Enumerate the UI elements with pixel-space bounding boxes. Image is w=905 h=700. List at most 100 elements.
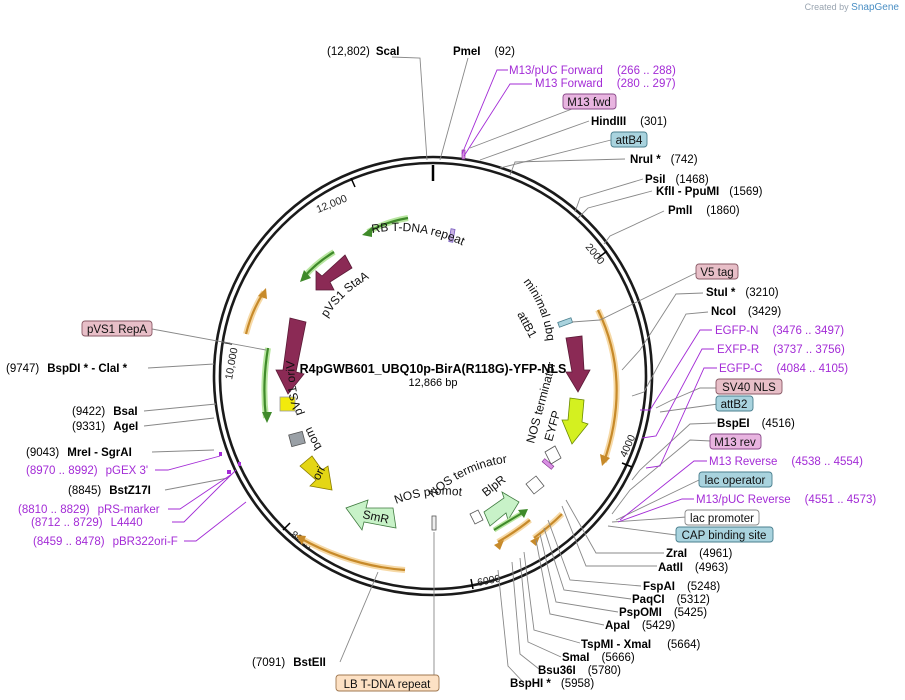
features bbox=[219, 149, 620, 573]
boxed-feature-labels: M13 fwd attB4 V5 tag SV40 NLS attB2 M13 … bbox=[81, 93, 783, 692]
pvs1repa-box[interactable]: pVS1 RepA bbox=[81, 320, 153, 337]
leader-lines bbox=[143, 56, 719, 684]
backbone bbox=[212, 155, 654, 597]
left-primer-mark-2 bbox=[238, 462, 241, 466]
pgex3-line bbox=[155, 455, 221, 471]
smr-arrow bbox=[345, 499, 397, 531]
lacpro-box[interactable]: lac promoter bbox=[684, 509, 760, 526]
site-smai[interactable]: SmaI(5666) bbox=[562, 652, 635, 664]
tick-4000 bbox=[621, 462, 633, 468]
primer-m13puc-rev[interactable]: M13/pUC Reverse(4551 .. 4573) bbox=[696, 494, 876, 506]
primer-pgex3[interactable]: (8970 .. 8992)pGEX 3' bbox=[26, 465, 148, 477]
lacpro-line bbox=[611, 516, 688, 523]
green-arrow-br-head bbox=[518, 509, 528, 518]
backbone-outer bbox=[212, 155, 654, 597]
attb4-box-label: attB4 bbox=[616, 135, 643, 147]
nos-promoter-mark bbox=[431, 515, 437, 531]
sv40-line bbox=[655, 387, 718, 409]
site-kfli[interactable]: KflI - PpuMI(1569) bbox=[656, 186, 763, 198]
cap-line bbox=[607, 525, 677, 536]
attb4-line bbox=[499, 139, 612, 169]
site-psii[interactable]: PsiI(1468) bbox=[645, 174, 709, 186]
attb2-line bbox=[659, 403, 719, 413]
site-pmli[interactable]: PmlI(1860) bbox=[668, 205, 740, 217]
site-apai[interactable]: ApaI(5429) bbox=[605, 620, 675, 632]
tick-6000 bbox=[470, 578, 474, 590]
site-ncoi[interactable]: NcoI(3429) bbox=[711, 306, 781, 318]
orange-arrow-bottom bbox=[299, 537, 406, 572]
cap-box[interactable]: CAP binding site bbox=[675, 526, 774, 543]
pvs1-staa-arrow bbox=[315, 254, 353, 291]
tick-12000 bbox=[350, 177, 356, 188]
exfp-r-line bbox=[641, 348, 714, 439]
primer-l4440[interactable]: (8712 .. 8729)L4440 bbox=[31, 517, 143, 529]
m13fwd-box[interactable]: M13 fwd bbox=[562, 93, 617, 110]
site-stui[interactable]: StuI *(3210) bbox=[706, 287, 779, 299]
sv40nls-box[interactable]: SV40 NLS bbox=[715, 378, 783, 395]
orange-arrow-br1-head bbox=[494, 540, 504, 550]
primer-m13-rev[interactable]: M13 Reverse(4538 .. 4554) bbox=[709, 456, 863, 468]
orange-arrow-bottom-head bbox=[296, 535, 306, 545]
site-pspomi[interactable]: PspOMI(5425) bbox=[619, 607, 707, 619]
tick-2000-label: 2000 bbox=[583, 241, 607, 267]
sv40nls-box-label: SV40 NLS bbox=[722, 382, 776, 394]
m13rev-box[interactable]: M13 rev bbox=[709, 433, 762, 450]
fspai-line bbox=[547, 519, 642, 587]
tick-6000-label: 6000 bbox=[476, 573, 501, 589]
primer-pbr322ori[interactable]: (8459 .. 8478)pBR322ori-F bbox=[33, 536, 178, 548]
site-nrui[interactable]: NruI *(742) bbox=[630, 154, 698, 166]
site-scai[interactable]: (12,802)ScaI bbox=[327, 46, 400, 58]
pvs1-oriv-arrow bbox=[275, 317, 307, 395]
site-bsteii[interactable]: (7091)BstEII bbox=[252, 657, 326, 669]
site-bspdi[interactable]: (9747)BspDI * - ClaI * bbox=[6, 363, 128, 375]
attb2-box[interactable]: attB2 bbox=[715, 395, 754, 412]
bsphi-line bbox=[497, 569, 525, 684]
site-mrei[interactable]: (9043)MreI - SgrAI bbox=[26, 447, 132, 459]
bspdi-line bbox=[147, 363, 215, 369]
primer-m13-fwd[interactable]: M13 Forward(280 .. 297) bbox=[535, 78, 676, 90]
bsteii-line bbox=[339, 571, 379, 663]
bstz17i-line bbox=[164, 477, 229, 491]
primer-prs-marker[interactable]: (8810 .. 8829)pRS-marker bbox=[18, 504, 160, 516]
site-hindiii[interactable]: HindIII(301) bbox=[591, 116, 667, 128]
attb4-box[interactable]: attB4 bbox=[610, 131, 648, 148]
zrai-line bbox=[565, 499, 664, 554]
aatii-line bbox=[561, 505, 657, 567]
m13puc-fwd-line bbox=[461, 69, 508, 155]
site-bsu36i[interactable]: Bsu36I(5780) bbox=[538, 665, 621, 677]
v5tag-box[interactable]: V5 tag bbox=[695, 263, 739, 280]
blpr-arrow bbox=[483, 491, 520, 527]
primer-exfp-r[interactable]: EXFP-R(3737 .. 3756) bbox=[717, 344, 845, 356]
site-paqci[interactable]: PaqCI(5312) bbox=[632, 594, 710, 606]
credit-prefix: Created by bbox=[804, 2, 849, 12]
plasmid-length: 12,866 bp bbox=[409, 377, 458, 389]
primer-egfp-n[interactable]: EGFP-N(3476 .. 3497) bbox=[715, 325, 844, 337]
site-bspei[interactable]: BspEI(4516) bbox=[717, 418, 795, 430]
snapgene-credit: Created by SnapGene bbox=[805, 2, 899, 13]
pmli-line bbox=[603, 210, 665, 245]
eyfp-arrow bbox=[561, 397, 589, 445]
primer-m13puc-fwd[interactable]: M13/pUC Forward(266 .. 288) bbox=[509, 65, 676, 77]
v5tag-line bbox=[571, 271, 699, 323]
green-arrow-1-head bbox=[362, 227, 372, 237]
site-zrai[interactable]: ZraI(4961) bbox=[666, 548, 733, 560]
site-bsai[interactable]: (9422)BsaI bbox=[72, 406, 138, 418]
lacop-box[interactable]: lac operator bbox=[698, 471, 773, 488]
yellow-square-feature bbox=[279, 396, 296, 412]
site-bsphi[interactable]: BspHI *(5958) bbox=[510, 678, 594, 690]
site-bstz17i[interactable]: (8845)BstZ17I bbox=[68, 485, 151, 497]
site-agei[interactable]: (9331)AgeI bbox=[72, 421, 138, 433]
primer-egfp-c[interactable]: EGFP-C(4084 .. 4105) bbox=[719, 363, 848, 375]
site-fspai[interactable]: FspAI(5248) bbox=[643, 581, 720, 593]
site-aatii[interactable]: AatII(4963) bbox=[658, 562, 728, 574]
lbtdna-box[interactable]: LB T-DNA repeat bbox=[335, 674, 440, 692]
attb2-box-label: attB2 bbox=[721, 399, 748, 411]
tick-10000-label: 10,000 bbox=[223, 347, 240, 381]
site-pmei[interactable]: PmeI(92) bbox=[453, 46, 515, 58]
tick-2000 bbox=[597, 250, 608, 259]
green-arrow-3-head bbox=[262, 412, 272, 423]
nos-terminator-mark-1 bbox=[469, 509, 484, 525]
m13-rev-mark bbox=[541, 458, 555, 470]
site-tspmi[interactable]: TspMI - XmaI(5664) bbox=[581, 639, 700, 651]
